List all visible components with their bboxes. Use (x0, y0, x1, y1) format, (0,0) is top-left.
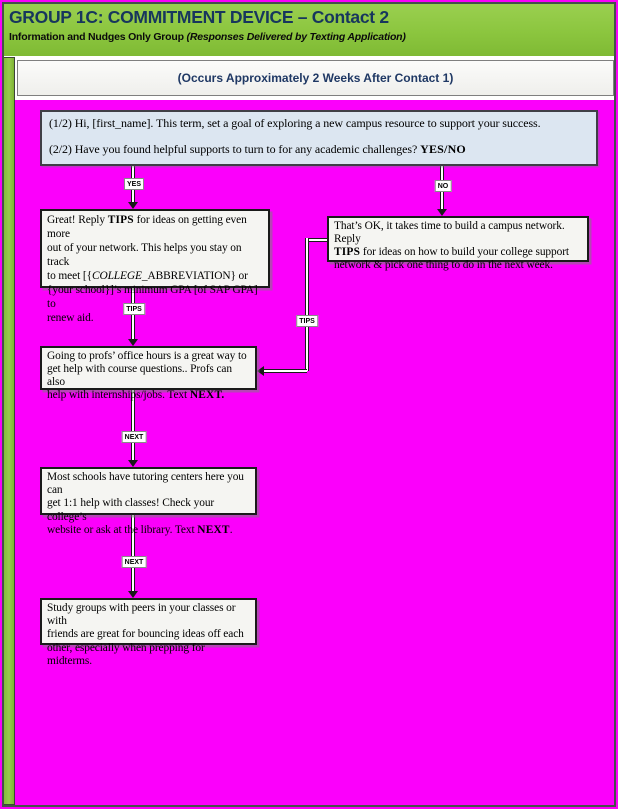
next2-connector-line (131, 515, 135, 591)
no-arrowhead (437, 209, 447, 216)
next1-arrowhead (128, 460, 138, 467)
message-line-2: (2/2) Have you found helpful supports to… (49, 142, 589, 156)
yes-box-college-var: COLLEGE (91, 270, 142, 283)
yes-response-box: Great! Reply TIPS for ideas on getting e… (40, 209, 270, 324)
message-line-2-yesno: YES/NO (420, 142, 466, 157)
yes-arrowhead (128, 202, 138, 209)
tips-right-connector-seg3 (264, 369, 307, 373)
office-box-next-keyword: NEXT. (189, 388, 225, 401)
no-box-tips-keyword: TIPS (334, 246, 361, 259)
no-response-box: That’s OK, it takes time to build a camp… (327, 216, 589, 271)
next1-connector-label: NEXT (121, 431, 147, 443)
tutoring-box-next-keyword: NEXT (197, 523, 230, 536)
occurs-banner: (Occurs Approximately 2 Weeks After Cont… (17, 60, 614, 96)
message-line-2-text: (2/2) Have you found helpful supports to… (49, 142, 421, 157)
no-box-text-2: for ideas on how to build your college s… (334, 246, 569, 272)
study-groups-box: Study groups with peers in your classes … (40, 598, 257, 667)
next2-connector-label: NEXT (121, 556, 147, 568)
page-subtitle: Information and Nudges Only Group (Respo… (9, 31, 616, 43)
message-line-1: (1/2) Hi, [first_name]. This term, set a… (49, 116, 541, 130)
tips-right-arrowhead (257, 366, 264, 376)
yes-box-text-2: for ideas on getting even more out of yo… (47, 214, 247, 283)
office-hours-box: Going to profs’ office hours is a great … (40, 346, 257, 401)
tutoring-box-text-2: . (229, 523, 233, 536)
page-title: GROUP 1C: COMMITMENT DEVICE – Contact 2 (9, 7, 389, 27)
tutoring-box-text: Most schools have tutoring centers here … (47, 471, 244, 536)
subtitle-italic: (Responses Delivered by Texting Applicat… (186, 30, 406, 43)
office-box-text: Going to profs’ office hours is a great … (47, 350, 247, 401)
tips-right-connector-label: TIPS (296, 315, 318, 327)
yes-connector-label: YES (123, 178, 145, 190)
tips-right-connector-seg1 (307, 238, 328, 242)
yes-box-text-3: _ABBREVIATION} or {your school}]’s minim… (47, 270, 258, 325)
next1-connector-line (131, 390, 135, 460)
tutoring-box: Most schools have tutoring centers here … (40, 467, 257, 536)
left-accent-strip (3, 57, 15, 805)
yes-box-text: Great! Reply (47, 214, 108, 226)
message-box: (1/2) Hi, [first_name]. This term, set a… (40, 110, 598, 166)
subtitle-plain: Information and Nudges Only Group (9, 30, 187, 43)
no-box-text: That’s OK, it takes time to build a camp… (334, 220, 565, 246)
tips-left-arrowhead (128, 339, 138, 346)
no-connector-label: NO (434, 180, 452, 192)
tips-right-connector-seg2 (305, 238, 309, 371)
study-box-text: Study groups with peers in your classes … (47, 602, 244, 667)
next2-arrowhead (128, 591, 138, 598)
header: GROUP 1C: COMMITMENT DEVICE – Contact 2 … (2, 2, 616, 56)
tips-left-connector-label: TIPS (123, 303, 145, 315)
yes-box-tips-keyword: TIPS (107, 214, 134, 226)
